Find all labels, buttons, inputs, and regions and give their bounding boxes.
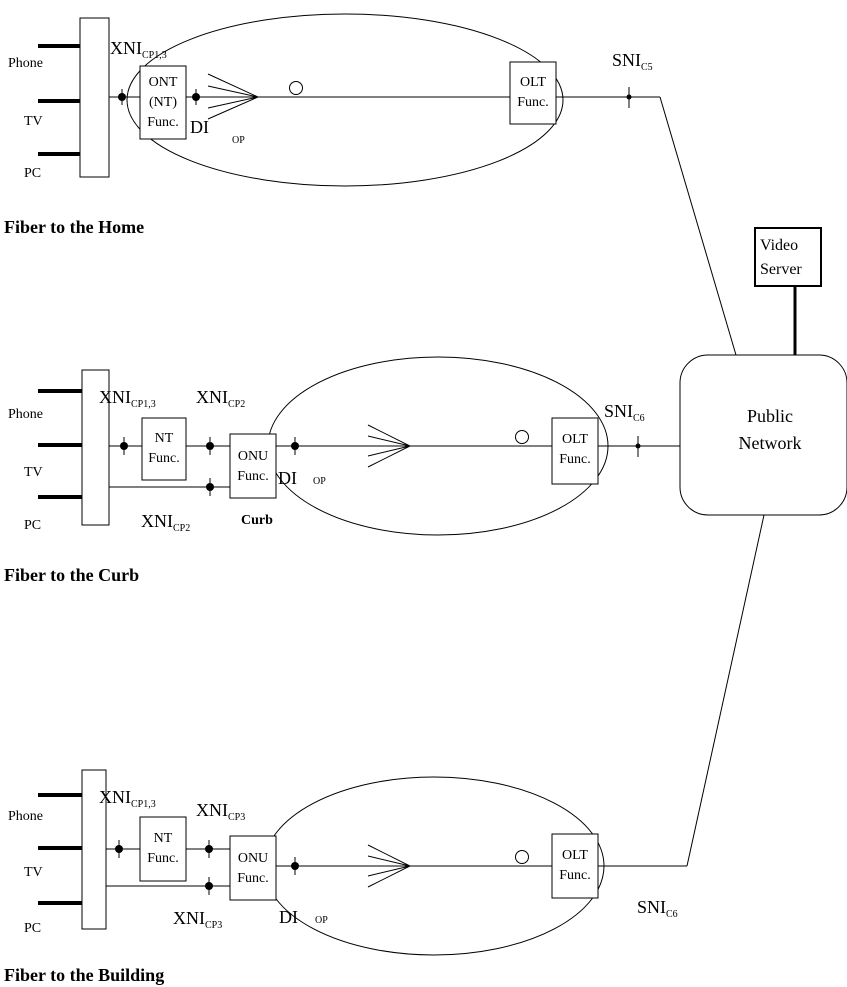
fttb-di-sub: OP [315, 915, 328, 926]
fttc-xni-main: XNI [99, 387, 131, 407]
fttc-olt-label-2: Func. [559, 452, 591, 467]
fttb-uplink-line [686, 514, 765, 867]
ftth-xni-label: XNICP1,3 [110, 38, 167, 61]
fttc-sni-main: SNI [604, 401, 633, 421]
fttb-sni-sub: C6 [666, 909, 678, 920]
fttb-xni-top-main: XNI [196, 800, 228, 820]
fttb-caption: Fiber to the Building [4, 965, 164, 985]
fttb-nt-label-2: Func. [147, 851, 179, 866]
fttb-xni-sub: CP1,3 [131, 799, 156, 810]
fttb-home-terminal [81, 769, 107, 930]
fttc-xni-bottom-sub: CP2 [173, 523, 190, 534]
fttb-nt-label-1: NT [154, 831, 173, 846]
ftth-ont-box [139, 65, 187, 140]
fttb-olt-label-1: OLT [562, 848, 588, 863]
public-network-label-2: Network [739, 433, 802, 453]
ftth-sni-label: SNIC5 [612, 50, 653, 73]
fttb-nt-box [139, 816, 187, 882]
ftth-section: Phone TV PC ONT (NT) Func. OLT Func. XNI… [4, 13, 660, 237]
ftth-odn-ellipse [126, 13, 564, 187]
fttc-tv-label: TV [24, 465, 43, 480]
fttc-xni-top-sub: CP2 [228, 399, 245, 410]
fttb-olt-label-2: Func. [559, 868, 591, 883]
ftth-olt-label-1: OLT [520, 75, 546, 90]
fttc-pc-label: PC [24, 518, 41, 533]
fttc-xni-sub: CP1,3 [131, 399, 156, 410]
ftth-di-label: DI [190, 117, 209, 137]
ftth-sni-main: SNI [612, 50, 641, 70]
fttc-sni-label: SNIC6 [604, 401, 645, 424]
fttb-tv-label: TV [24, 865, 43, 880]
fttc-nt-box [141, 417, 187, 481]
fttc-caption: Fiber to the Curb [4, 565, 139, 585]
fttb-di-label: DI [279, 907, 298, 927]
fttc-sni-sub: C6 [633, 413, 645, 424]
fttc-nt-label-1: NT [155, 431, 174, 446]
fttb-pc-label: PC [24, 921, 41, 936]
ftth-ont-label-3: Func. [147, 115, 179, 130]
fttc-section: Phone TV PC NT Func. ONU Func. OLT Func.… [4, 356, 680, 585]
video-server-label-1: Video [760, 237, 798, 254]
fttc-onu-label-1: ONU [238, 449, 268, 464]
fttb-sni-main: SNI [637, 897, 666, 917]
fttc-location-label: Curb [241, 513, 273, 528]
fttb-xni-bottom-sub: CP3 [205, 920, 222, 931]
fttc-olt-label-1: OLT [562, 432, 588, 447]
ftth-tv-label: TV [24, 114, 43, 129]
fttb-onu-label-2: Func. [237, 871, 269, 886]
fttc-xni-top-main: XNI [196, 387, 228, 407]
fttc-xni-cp2-top-label: XNICP2 [196, 387, 245, 410]
fttc-xni-cp2-bottom-label: XNICP2 [141, 511, 190, 534]
ftth-caption: Fiber to the Home [4, 217, 144, 237]
ftth-xni-sub: CP1,3 [142, 50, 167, 61]
ftth-olt-label-2: Func. [517, 95, 549, 110]
fttb-xni-bottom-main: XNI [173, 908, 205, 928]
video-server-label-2: Server [760, 261, 802, 278]
ftth-splitter-icon [289, 81, 303, 95]
fttb-xni-cp3-top-label: XNICP3 [196, 800, 245, 823]
fttb-xni-main: XNI [99, 787, 131, 807]
ftth-di-sub: OP [232, 135, 245, 146]
fttb-olt-box [551, 833, 599, 899]
fttc-di-label: DI [278, 468, 297, 488]
fttc-phone-label: Phone [8, 407, 43, 422]
fttc-splitter-icon [515, 430, 529, 444]
core-network: Public Network Video Server [659, 96, 847, 867]
fttb-xni-top-sub: CP3 [228, 812, 245, 823]
fttb-arrow-icon [367, 844, 412, 888]
ftth-pc-label: PC [24, 166, 41, 181]
fttb-phone-label: Phone [8, 809, 43, 824]
fttb-splitter-icon [515, 850, 529, 864]
ftth-xni-main: XNI [110, 38, 142, 58]
video-server-box [754, 227, 822, 287]
ftth-sni-sub: C5 [641, 62, 653, 73]
ftth-phone-label: Phone [8, 56, 43, 71]
fttc-di-sub: OP [313, 476, 326, 487]
fttb-section: Phone TV PC NT Func. ONU Func. OLT Func.… [4, 769, 687, 985]
fttc-olt-box [551, 417, 599, 485]
public-network-box [679, 354, 847, 516]
ftth-ont-label-2: (NT) [149, 95, 177, 110]
fttc-xni-label: XNICP1,3 [99, 387, 156, 410]
fttc-xni-bottom-main: XNI [141, 511, 173, 531]
fttc-onu-label-2: Func. [237, 469, 269, 484]
fttb-onu-box [229, 835, 277, 901]
ftth-home-terminal [79, 17, 110, 178]
ftth-di-main: DI [190, 117, 209, 137]
ftth-olt-box [509, 61, 557, 125]
public-network-label-1: Public [747, 406, 793, 426]
fttc-arrow-icon [367, 424, 412, 468]
fttc-home-terminal [81, 369, 110, 526]
fttb-sni-label: SNIC6 [637, 897, 678, 920]
fttb-xni-cp3-bottom-label: XNICP3 [173, 908, 222, 931]
ftth-uplink-line [659, 96, 737, 356]
ftth-arrow-icon [207, 73, 260, 120]
fttc-nt-label-2: Func. [148, 451, 180, 466]
fttb-xni-label: XNICP1,3 [99, 787, 156, 810]
fttc-onu-box [229, 433, 277, 499]
fttb-onu-label-1: ONU [238, 851, 268, 866]
ftth-ont-label-1: ONT [149, 75, 178, 90]
